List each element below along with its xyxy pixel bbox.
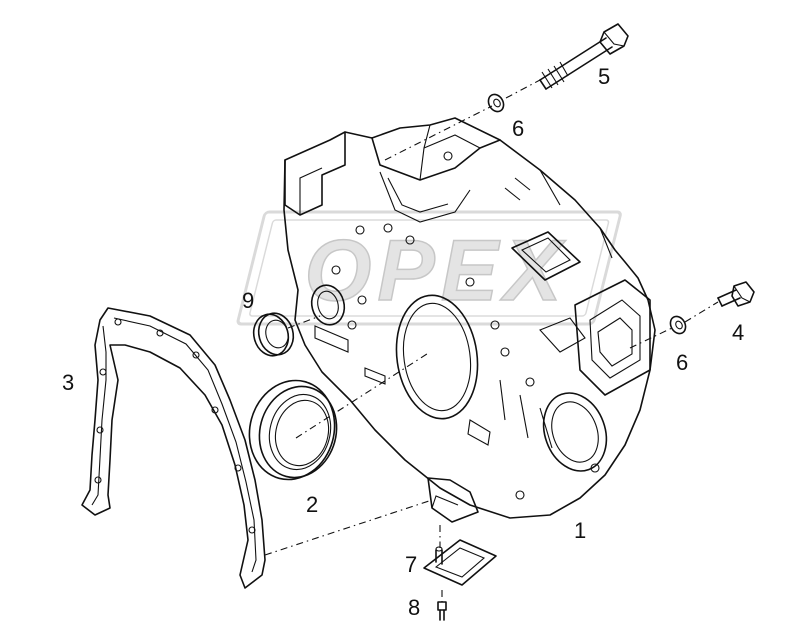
callout-stud: 7 <box>405 552 417 577</box>
washer-right <box>669 315 687 335</box>
callout-small-seal: 9 <box>242 288 254 313</box>
flywheel-housing <box>283 117 656 523</box>
cover-plate <box>423 539 497 586</box>
callout-bolt-right: 4 <box>732 320 744 345</box>
assembly-lines <box>264 79 719 602</box>
callout-bolt-long: 5 <box>598 64 610 89</box>
short-bolt <box>717 281 755 307</box>
callout-large-seal: 2 <box>306 492 318 517</box>
callout-housing: 1 <box>574 518 586 543</box>
callout-gasket: 3 <box>62 370 74 395</box>
watermark: OPEX <box>236 210 622 326</box>
large-seal <box>248 379 338 481</box>
long-bolt <box>539 23 629 90</box>
small-seal <box>252 312 295 357</box>
callout-small-screw: 8 <box>408 595 420 620</box>
gasket <box>81 307 266 589</box>
small-screw <box>437 601 447 621</box>
washer-top <box>487 93 505 113</box>
callouts: 1 2 3 4 5 6 6 7 8 9 <box>62 64 744 620</box>
callout-washer-right: 6 <box>676 350 688 375</box>
callout-washer-top: 6 <box>512 116 524 141</box>
